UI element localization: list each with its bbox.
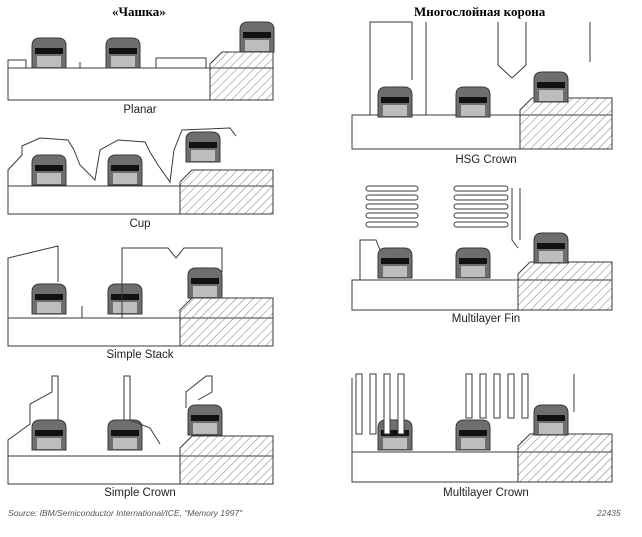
- crown-finger-left-3: [383, 373, 391, 435]
- multilayer-fin-gate-1-body: [383, 266, 407, 277]
- crown-finger-mid-2: [479, 373, 487, 419]
- simple-crown-hatched-region: [179, 435, 274, 485]
- crown-finger-mid-5: [521, 373, 529, 419]
- cup-gate-1-bar: [35, 165, 63, 171]
- multilayer-fin-plate: [359, 188, 521, 280]
- cup-gate-1-body: [37, 173, 61, 184]
- cup-gate-3-bar: [189, 142, 217, 148]
- fin-left-4: [365, 212, 419, 219]
- planar-gate-2-body: [111, 56, 135, 67]
- fin-mid-4: [453, 212, 509, 219]
- simple-crown-gate-2-bar: [111, 430, 139, 436]
- fin-left-2: [365, 194, 419, 201]
- hsg-crown-gate-2-body: [461, 105, 485, 116]
- multilayer-fin-hatched-region: [517, 261, 613, 311]
- left-column-header: «Чашка»: [112, 4, 166, 19]
- multilayer-crown-gate-2-bar: [459, 430, 487, 436]
- planar-gate-3-body: [245, 40, 269, 51]
- simple-stack-gate-1-body: [37, 302, 61, 313]
- cup-plate: [7, 127, 237, 186]
- multilayer-fin-gate-3-body: [539, 251, 563, 262]
- source-note: Source: IBM/Semiconductor International/…: [8, 508, 243, 518]
- caption-multilayer-fin: Multilayer Fin: [451, 313, 521, 325]
- simple-stack-gate-3-body: [193, 286, 217, 297]
- crown-finger-left-1: [355, 373, 363, 435]
- cup-gate-2-body: [113, 173, 137, 184]
- hsg-crown-gate-2-bar: [459, 97, 487, 103]
- planar-plate: [7, 57, 207, 68]
- caption-simple-stack: Simple Stack: [106, 349, 174, 361]
- caption-hsg-crown: HSG Crown: [455, 154, 517, 166]
- multilayer-crown-gate-3-bar: [537, 415, 565, 421]
- multilayer-crown-gate-2-body: [461, 438, 485, 449]
- fin-mid-1: [453, 185, 509, 192]
- multilayer-crown-gate-3-body: [539, 423, 563, 434]
- caption-planar: Planar: [123, 104, 157, 116]
- right-column-header: Многослойная корона: [414, 4, 546, 19]
- simple-stack-gate-1-bar: [35, 294, 63, 300]
- cup-gate-2-bar: [111, 165, 139, 171]
- cup-hatched-region: [179, 169, 274, 215]
- planar-gate-1-bar: [35, 48, 63, 54]
- crown-finger-mid-3: [493, 373, 501, 419]
- caption-cup: Cup: [129, 218, 151, 230]
- planar-gate-1-body: [37, 56, 61, 67]
- simple-stack-gate-2-bar: [111, 294, 139, 300]
- hsg-crown-gate-1-bar: [381, 97, 409, 103]
- planar-gate-3-bar: [243, 32, 271, 38]
- multilayer-crown-hatched-region: [517, 433, 613, 483]
- multilayer-fin-gate-2-bar: [459, 258, 487, 264]
- multilayer-crown-gate-1-body: [383, 438, 407, 449]
- crown-finger-mid-4: [507, 373, 515, 419]
- simple-crown-plate: [7, 375, 213, 456]
- simple-stack-plate: [7, 245, 223, 318]
- hsg-crown-plate: [369, 21, 591, 115]
- crown-finger-left-2: [369, 373, 377, 435]
- multilayer-crown-gate-1-bar: [381, 430, 409, 436]
- crown-finger-left-4: [397, 373, 405, 435]
- fin-mid-5: [453, 221, 509, 228]
- planar-gate-2-bar: [109, 48, 137, 54]
- simple-crown-gate-1-body: [37, 438, 61, 449]
- simple-stack-gate-2-body: [113, 302, 137, 313]
- figure-number: 22435: [597, 508, 621, 518]
- fin-left-5: [365, 221, 419, 228]
- crown-finger-mid-1: [465, 373, 473, 419]
- cup-gate-3-body: [191, 150, 215, 161]
- hsg-crown-gate-3-bar: [537, 82, 565, 88]
- simple-crown-gate-3-bar: [191, 415, 219, 421]
- simple-stack-gate-3-bar: [191, 278, 219, 284]
- hsg-crown-gate-1-body: [383, 105, 407, 116]
- multilayer-fin-gate-2-body: [461, 266, 485, 277]
- planar-hatched-region: [209, 51, 274, 101]
- simple-crown-gate-2-body: [113, 438, 137, 449]
- fin-mid-3: [453, 203, 509, 210]
- caption-simple-crown: Simple Crown: [104, 487, 176, 499]
- multilayer-fin-gate-3-bar: [537, 243, 565, 249]
- hsg-crown-hatched-region: [519, 97, 613, 150]
- simple-crown-gate-1-bar: [35, 430, 63, 436]
- hsg-crown-gate-3-body: [539, 90, 563, 101]
- simple-crown-gate-3-body: [193, 423, 217, 434]
- caption-multilayer-crown: Multilayer Crown: [443, 487, 529, 499]
- fin-left-1: [365, 185, 419, 192]
- fin-mid-2: [453, 194, 509, 201]
- simple-stack-hatched-region: [179, 297, 274, 347]
- multilayer-fin-gate-1-bar: [381, 258, 409, 264]
- multilayer-crown-plate: [351, 374, 575, 452]
- fin-left-3: [365, 203, 419, 210]
